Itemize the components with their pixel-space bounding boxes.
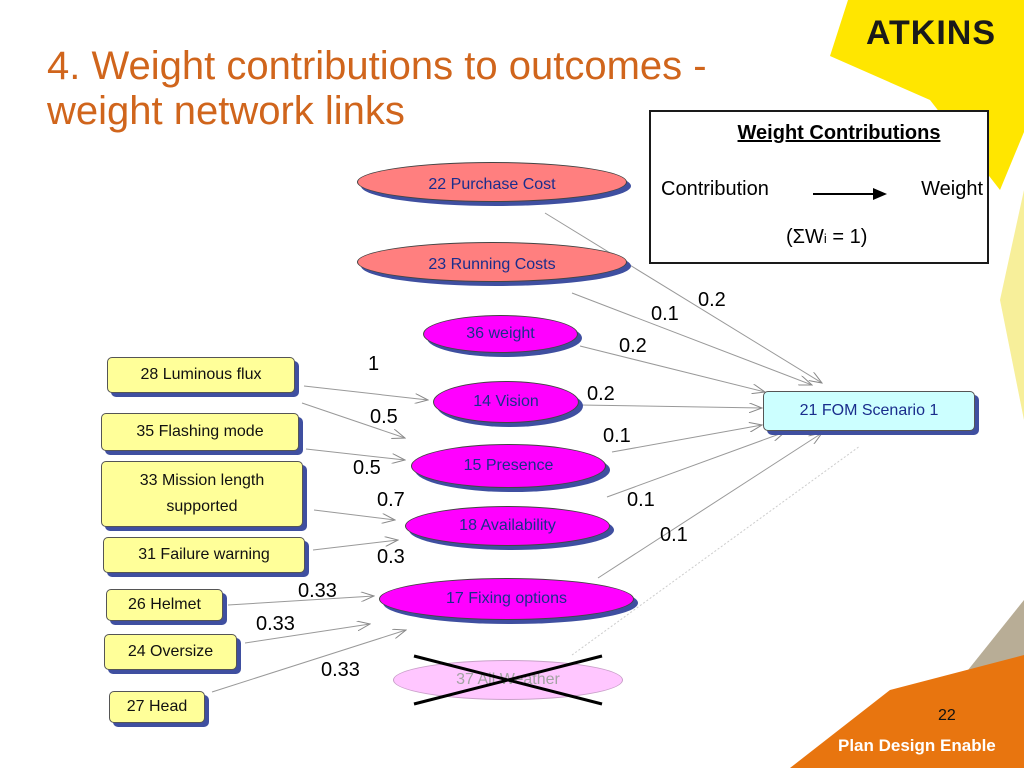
legend-contribution-label: Contribution xyxy=(661,178,769,200)
weight-label-vision-fom: 0.2 xyxy=(587,383,615,405)
weight-label-luminous-presence: 0.5 xyxy=(370,406,398,428)
node-21-fom-scenario-1: 21 FOM Scenario 1 xyxy=(763,391,975,431)
node-17-fixing-options: 17 Fixing options xyxy=(379,578,634,620)
node-18-availability: 18 Availability xyxy=(405,506,610,546)
node-31-failure-warning: 31 Failure warning xyxy=(103,537,305,573)
link-mission-availability xyxy=(313,509,395,520)
weight-label-running-fom: 0.1 xyxy=(651,303,679,325)
weight-label-availability-fom: 0.1 xyxy=(627,489,655,511)
node-24-oversize: 24 Oversize xyxy=(104,634,237,670)
weight-label-fixing-fom: 0.1 xyxy=(660,524,688,546)
link-helmet-fixing xyxy=(227,596,374,606)
node-26-helmet: 26 Helmet xyxy=(106,589,223,621)
link-fixing-fom xyxy=(597,433,822,579)
node-purchase-cost: 22 Purchase Cost xyxy=(357,162,627,202)
weight-label-mission-availability: 0.7 xyxy=(377,489,405,511)
page-title: 4. Weight contributions to outcomes - we… xyxy=(47,44,807,134)
link-luminous-vision xyxy=(303,385,428,400)
brand-orange-shape xyxy=(790,655,1024,768)
arrow-right-icon xyxy=(813,188,887,200)
link-weight-fom xyxy=(579,345,765,392)
legend-title: Weight Contributions xyxy=(737,122,941,144)
legend-formula: (ΣWi = 1) xyxy=(786,226,868,248)
weight-label-failure-availability: 0.3 xyxy=(377,546,405,568)
legend-weight-label: Weight xyxy=(921,178,983,200)
link-vision-fom xyxy=(579,405,762,408)
link-purchase-fom xyxy=(544,212,822,383)
node-33-mission-length: 33 Mission length supported xyxy=(101,461,303,527)
node-27-head: 27 Head xyxy=(109,691,205,723)
link-oversize-fixing xyxy=(244,624,370,644)
node-15-presence: 15 Presence xyxy=(411,444,606,488)
weight-label-presence-fom: 0.1 xyxy=(603,425,631,447)
weight-contributions-legend: Weight Contributions Contribution Weight… xyxy=(649,110,989,264)
node-35-flashing-mode: 35 Flashing mode xyxy=(101,413,299,451)
link-presence-fom xyxy=(611,425,762,453)
title-line-1: 4. Weight contributions to outcomes - xyxy=(47,44,707,88)
weight-label-weight-fom: 0.2 xyxy=(619,335,647,357)
link-flashing-presence xyxy=(305,448,405,460)
link-availability-fom xyxy=(606,432,785,498)
atkins-logo: ATKINS xyxy=(866,14,997,52)
page-number: 22 xyxy=(938,707,956,724)
weight-label-oversize-fixing: 0.33 xyxy=(256,613,295,635)
weight-label-luminous-vision: 1 xyxy=(368,353,380,375)
weight-label-head-fixing: 0.33 xyxy=(321,659,360,681)
brand-pale-shape xyxy=(1000,190,1024,420)
cross-out-icon xyxy=(413,654,603,706)
link-luminous-presence xyxy=(301,402,405,438)
node-running-costs: 23 Running Costs xyxy=(357,242,627,282)
mission-label-line-1: 33 Mission length xyxy=(139,472,265,489)
link-allweather-fom xyxy=(571,445,861,656)
link-running-fom xyxy=(571,292,812,385)
node-36-weight: 36 weight xyxy=(423,315,578,353)
node-14-vision: 14 Vision xyxy=(433,381,579,423)
weight-label-flashing-presence: 0.5 xyxy=(353,457,381,479)
node-37-all-weather: 37 All Weather xyxy=(393,660,623,700)
title-line-2: weight network links xyxy=(47,89,405,133)
link-failure-availability xyxy=(312,540,398,551)
link-head-fixing xyxy=(211,630,406,693)
weight-label-helmet-fixing: 0.33 xyxy=(298,580,337,602)
brand-tagline: Plan Design Enable xyxy=(838,736,996,755)
weight-label-purchase-fom: 0.2 xyxy=(698,289,726,311)
node-28-luminous-flux: 28 Luminous flux xyxy=(107,357,295,393)
mission-label-line-2: supported xyxy=(166,498,238,515)
